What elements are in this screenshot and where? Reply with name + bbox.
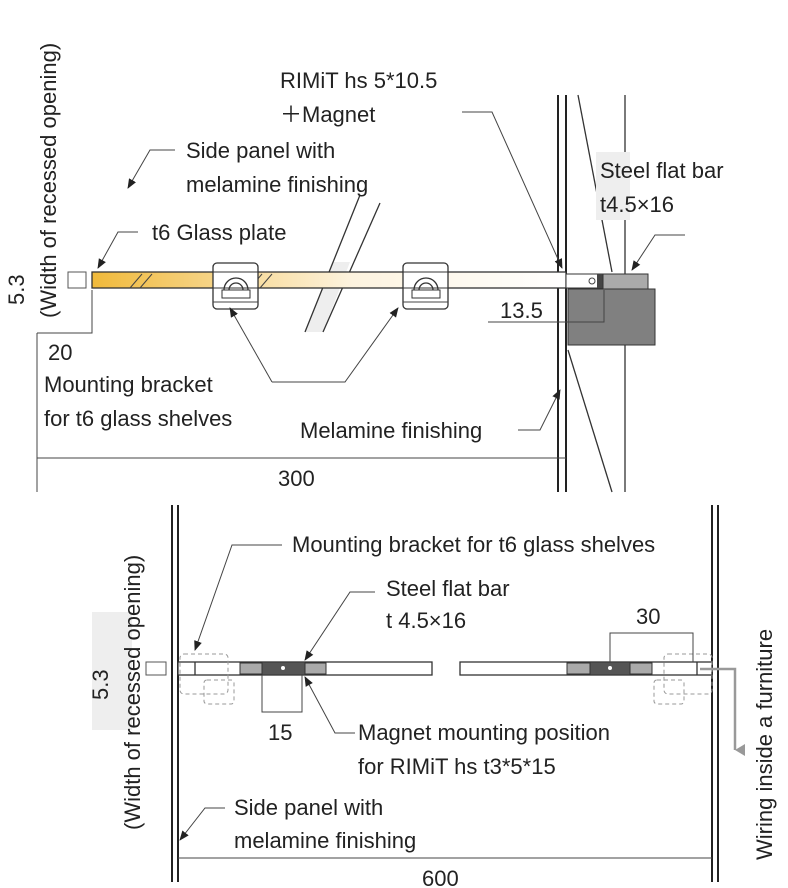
melamine-label: Melamine finishing: [300, 418, 482, 443]
steel-flat-bar: [602, 273, 649, 290]
side-panel-label-line1: Side panel with: [234, 795, 383, 820]
dim-20: 20: [48, 340, 72, 365]
steel-bar-label-line2: t 4.5×16: [386, 608, 466, 633]
steel-flat-bar-left: [239, 661, 327, 676]
mounting-bracket-2: [402, 262, 449, 310]
steel-bar-label-line2: t4.5×16: [600, 192, 674, 217]
bracket-label: Mounting bracket for t6 glass shelves: [292, 532, 655, 557]
wiring-arrow: [700, 667, 745, 756]
mounting-bracket-1: [212, 262, 259, 310]
magnet: [597, 274, 603, 288]
dim-600: 600: [422, 866, 459, 888]
magnet-label-line2: for RIMiT hs t3*5*15: [358, 754, 556, 779]
bracket-label-line1: Mounting bracket: [44, 372, 213, 397]
glass-plate: [91, 271, 567, 289]
steel-bar-label-line1: Steel flat bar: [600, 158, 724, 183]
thickness-marker: [145, 661, 167, 676]
wiring-label: Wiring inside a furniture: [752, 629, 777, 860]
side-panel-label-line2: melamine finishing: [186, 172, 368, 197]
bracket-label-line2: for t6 glass shelves: [44, 406, 232, 431]
steel-flat-bar-right: [566, 661, 653, 676]
dim-15: 15: [268, 720, 292, 745]
side-panel-label-line2: melamine finishing: [234, 828, 416, 853]
side-panels: [171, 505, 719, 882]
glass-plate-label: t6 Glass plate: [152, 220, 287, 245]
bottom-section: 5.3 (Width of recessed opening) Mounting…: [88, 505, 777, 888]
thickness-label: 5.3: [88, 669, 113, 700]
rimit-label-line2: ＋Magnet: [280, 102, 375, 127]
magnet-label-line1: Magnet mounting position: [358, 720, 610, 745]
dim-13-5: 13.5: [500, 298, 543, 323]
rimit-label-line1: RIMiT hs 5*10.5: [280, 68, 437, 93]
thickness-label: 5.3: [4, 274, 29, 305]
side-panel-label-line1: Side panel with: [186, 138, 335, 163]
bracket-outlines: [179, 653, 713, 705]
recess-width-label: (Width of recessed opening): [120, 555, 145, 830]
mounting-block: [567, 288, 656, 346]
thickness-marker: [67, 271, 87, 289]
top-section: RIMiT hs 5*10.5 ＋Magnet Side panel with …: [4, 43, 724, 493]
side-panel-section: [304, 194, 381, 333]
dim-30: 30: [636, 604, 660, 629]
dim-300: 300: [278, 466, 315, 491]
recess-width-label: (Width of recessed opening): [36, 43, 61, 318]
steel-bar-label-line1: Steel flat bar: [386, 576, 510, 601]
